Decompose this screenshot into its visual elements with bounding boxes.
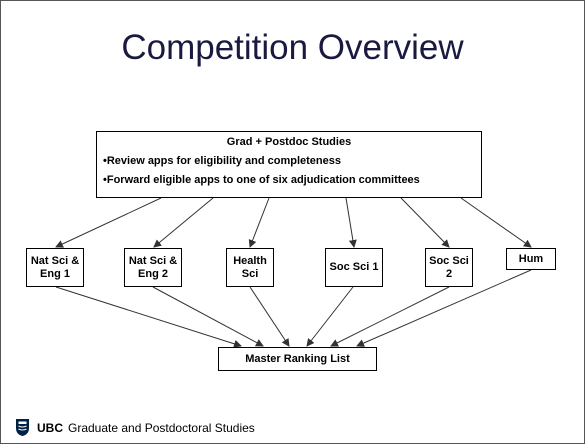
committee-box-nat-sci-eng-1: Nat Sci & Eng 1 [26, 248, 84, 287]
ubc-crest-icon [16, 419, 29, 436]
arrow-to-nat-sci-eng-1 [55, 197, 162, 248]
footer: UBC Graduate and Postdoctoral Studies [16, 419, 255, 436]
committee-box-soc-sci-2: Soc Sci 2 [425, 248, 473, 287]
slide-title: Competition Overview [121, 28, 464, 67]
arrow-to-health-sci [248, 197, 270, 248]
master-ranking-list-box: Master Ranking List [218, 347, 377, 371]
arrow-from-soc-sci-2 [330, 286, 450, 347]
arrow-to-nat-sci-eng-2 [153, 197, 214, 248]
arrow-to-hum [460, 197, 532, 248]
committee-box-health-sci: Health Sci [226, 248, 274, 287]
arrow-from-health-sci [249, 286, 290, 347]
arrow-from-nat-sci-eng-2 [152, 286, 264, 347]
arrow-to-soc-sci-2 [400, 197, 450, 248]
footer-text: Graduate and Postdoctoral Studies [68, 420, 255, 435]
footer-brand: UBC [37, 420, 63, 435]
committee-box-soc-sci-1: Soc Sci 1 [325, 248, 383, 287]
arrow-to-soc-sci-1 [345, 197, 357, 248]
top-box-heading: Grad + Postdoc Studies [226, 136, 352, 148]
arrow-from-hum [356, 269, 532, 347]
top-box-bullet: •Review apps for eligibility and complet… [103, 155, 341, 167]
top-box-bullet: •Forward eligible apps to one of six adj… [103, 174, 420, 186]
arrow-from-soc-sci-1 [306, 286, 354, 347]
grad-postdoc-studies-box: Grad + Postdoc Studies •Review apps for … [96, 131, 482, 198]
committee-box-nat-sci-eng-2: Nat Sci & Eng 2 [124, 248, 182, 287]
arrow-from-nat-sci-eng-1 [55, 286, 242, 348]
committee-box-hum: Hum [506, 248, 556, 270]
